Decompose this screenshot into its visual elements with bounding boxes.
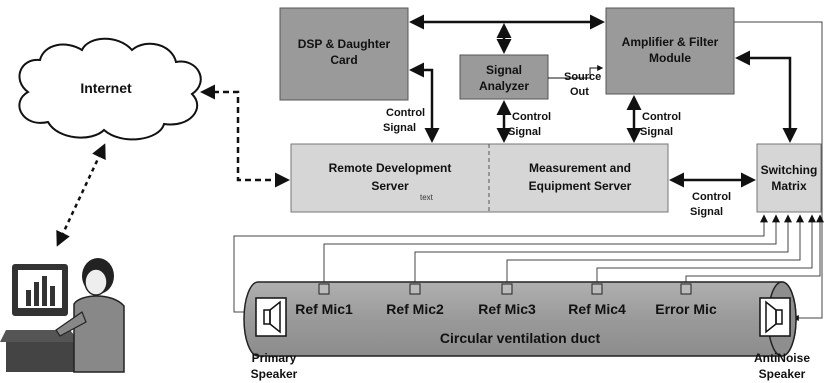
mic-square-4 (591, 283, 603, 295)
mic-label-4: Ref Mic4 (568, 301, 626, 317)
link-internet-user (56, 143, 106, 247)
mic-label-error: Error Mic (655, 301, 717, 317)
control-label-amp-2: Signal (640, 126, 673, 138)
measure-label-1: Measurement and (529, 161, 631, 175)
primary-speaker-label-2: Speaker (251, 367, 298, 381)
mic-square-2 (409, 283, 421, 295)
arrow-amp-switch (735, 50, 798, 143)
measure-label-2: Equipment Server (529, 179, 632, 193)
remote-note: text (420, 193, 434, 202)
mic-square-3 (501, 283, 513, 295)
source-out-label-1: Source (564, 71, 601, 83)
dsp-label-1: DSP & Daughter (298, 37, 391, 51)
analyzer-label-2: Analyzer (479, 79, 529, 93)
mic-label-1: Ref Mic1 (295, 301, 353, 317)
mic-wiring (233, 214, 824, 315)
arrow-dsp-server (409, 62, 440, 143)
switching-label-1: Switching (761, 163, 818, 177)
control-label-dsp-2: Signal (383, 122, 416, 134)
switching-label-2: Matrix (771, 179, 807, 193)
mic-square-error (680, 283, 692, 295)
primary-speaker-icon (255, 297, 287, 337)
control-label-switch-2: Signal (690, 206, 723, 218)
control-label-analyzer-2: Signal (508, 126, 541, 138)
amplifier-label-1: Amplifier & Filter (622, 35, 719, 49)
dsp-label-2: Card (330, 53, 357, 67)
user-computer-icon (0, 258, 125, 373)
mic-markers (318, 283, 692, 295)
switching-block: Switching Matrix (756, 143, 822, 213)
analyzer-block: Signal Analyzer (459, 54, 549, 100)
amplifier-label-2: Module (649, 51, 691, 65)
amplifier-block: Amplifier & Filter Module (605, 7, 735, 95)
control-label-analyzer-1: Control (512, 111, 551, 123)
ventilation-duct (243, 281, 797, 357)
link-internet-remote (200, 84, 290, 188)
internet-cloud: Internet (18, 37, 202, 141)
dsp-block: DSP & Daughter Card (279, 7, 409, 101)
remote-label-1: Remote Development (329, 161, 452, 175)
server-block: Remote Development Server text Measureme… (290, 143, 669, 213)
mic-square-1 (318, 283, 330, 295)
mic-label-3: Ref Mic3 (478, 301, 536, 317)
duct-label: Circular ventilation duct (440, 330, 601, 346)
antinoise-speaker-label-2: Speaker (759, 367, 806, 381)
remote-label-2: Server (371, 179, 409, 193)
connections (409, 14, 798, 188)
internet-label: Internet (80, 80, 132, 96)
antinoise-speaker-icon (759, 297, 791, 337)
line-amp-antinoise (734, 21, 823, 321)
source-out-label-2: Out (570, 86, 589, 98)
control-label-switch-1: Control (692, 191, 731, 203)
control-label-amp-1: Control (642, 111, 681, 123)
antinoise-speaker-label-1: AntiNoise (754, 351, 810, 365)
arrow-source-out (548, 65, 604, 79)
control-label-dsp-1: Control (386, 107, 425, 119)
mic-label-2: Ref Mic2 (386, 301, 444, 317)
primary-speaker-label-1: Primary (252, 351, 297, 365)
analyzer-label-1: Signal (486, 63, 522, 77)
